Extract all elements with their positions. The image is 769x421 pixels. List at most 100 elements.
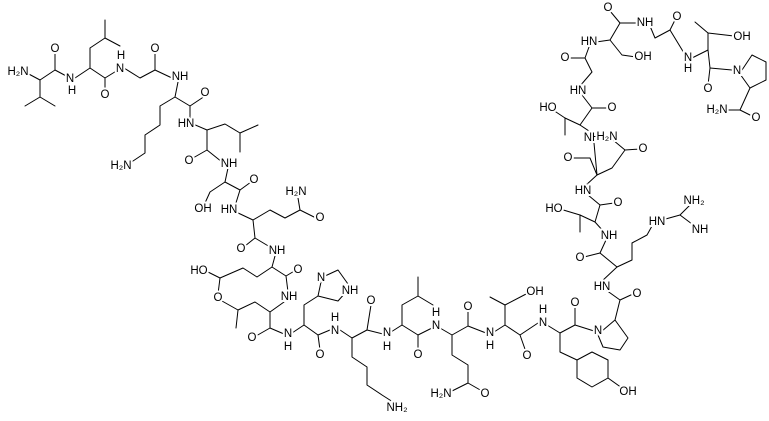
atom-label: OH — [619, 386, 636, 398]
atom-label: O — [51, 43, 60, 55]
bond-line — [351, 337, 394, 403]
bond-line — [519, 322, 539, 336]
bond-line — [739, 54, 767, 89]
atom-label: H — [117, 50, 125, 62]
atom-label: NH — [172, 71, 189, 83]
atom-label: OH — [733, 31, 750, 43]
atom-label: NH₂ — [683, 195, 704, 207]
atom-label: N — [432, 320, 440, 332]
bond-line — [504, 292, 529, 306]
atom-label: NH — [692, 224, 709, 236]
atom-label: N — [66, 73, 74, 85]
atom-label: O — [237, 243, 246, 255]
atom-label: NH — [637, 17, 654, 29]
bond-line — [297, 197, 301, 211]
bond-line — [467, 382, 483, 392]
atom-label: HO — [545, 203, 562, 215]
bond-line — [217, 277, 221, 295]
atom-label: O — [571, 297, 580, 309]
atom-label: NH — [342, 285, 359, 297]
bond-line — [205, 266, 273, 279]
atom-label: H₂N — [430, 388, 451, 400]
atom-label: OH — [194, 203, 211, 215]
atom-label: H₂N — [285, 186, 306, 198]
bond-line — [439, 310, 469, 336]
atom-label: H — [432, 307, 440, 319]
bond-layer — [24, 10, 767, 403]
atom-label: O — [673, 11, 682, 23]
bond-line — [324, 269, 349, 285]
bond-line — [593, 142, 598, 176]
bond-line — [401, 276, 419, 326]
atom-label: NH — [269, 245, 286, 257]
atom-label: NH — [584, 132, 601, 144]
atom-label: H₂N — [706, 104, 727, 116]
atom-label: O — [564, 152, 573, 164]
bond-line — [24, 79, 41, 107]
bond-line — [224, 167, 252, 191]
bond-line — [599, 239, 607, 254]
bond-line — [707, 32, 735, 37]
bond-line — [291, 324, 321, 351]
bond-line — [568, 57, 593, 87]
atom-label: NH — [281, 291, 298, 303]
atom-label: N — [284, 328, 292, 340]
bond-line — [597, 319, 629, 351]
atom-label: N — [594, 325, 602, 337]
atom-label: H₂N — [596, 131, 617, 143]
bond-line — [317, 291, 347, 302]
bond-line — [579, 107, 609, 126]
atom-label: O — [633, 288, 642, 300]
bond-line — [39, 96, 56, 107]
bond-line — [24, 69, 71, 81]
atom-label: O — [752, 112, 761, 124]
bond-line — [679, 214, 697, 228]
bond-line — [616, 225, 653, 268]
bond-line — [669, 29, 685, 54]
bond-line — [89, 19, 106, 69]
atom-label: N — [539, 317, 547, 329]
atom-label: HO — [190, 265, 207, 277]
atom-label: O — [464, 301, 473, 313]
bond-line — [269, 327, 285, 335]
bond-line — [417, 295, 434, 306]
atom-label: O — [481, 388, 490, 400]
atom-label: N — [486, 327, 494, 339]
bond-line — [581, 94, 593, 109]
atom-label: O — [523, 350, 532, 362]
bond-line — [192, 123, 208, 159]
atom-label: N — [684, 52, 692, 64]
bond-line — [174, 81, 206, 107]
atom-label: O — [604, 2, 613, 14]
bond-line — [546, 306, 576, 334]
bond-line — [451, 334, 469, 392]
atom-label: NH — [221, 158, 238, 170]
atom-label: O — [201, 87, 210, 99]
atom-label: O — [316, 212, 325, 224]
atom-label: O — [561, 52, 570, 64]
atom-label: O — [294, 264, 303, 276]
bond-line — [271, 255, 297, 277]
atom-label: H — [486, 340, 494, 352]
bond-line — [285, 275, 289, 293]
bond-line — [254, 237, 271, 248]
bond-line — [709, 67, 733, 71]
bond-line — [129, 96, 176, 164]
bond-line — [649, 19, 676, 39]
atom-label: N — [383, 327, 391, 339]
atom-label: HN — [570, 85, 587, 97]
atom-label: H — [684, 63, 692, 75]
atom-label: O — [614, 197, 623, 209]
atom-label: OH — [634, 51, 651, 63]
atom-label: H₂N — [110, 160, 131, 172]
bond-line — [576, 351, 609, 388]
atom-label: O — [608, 102, 617, 114]
bond-line — [612, 139, 626, 151]
bond-line — [206, 149, 223, 163]
atom-label: H — [284, 341, 292, 353]
bond-line — [493, 324, 527, 353]
atom-label: OH — [526, 286, 543, 298]
bond-line — [583, 252, 618, 283]
